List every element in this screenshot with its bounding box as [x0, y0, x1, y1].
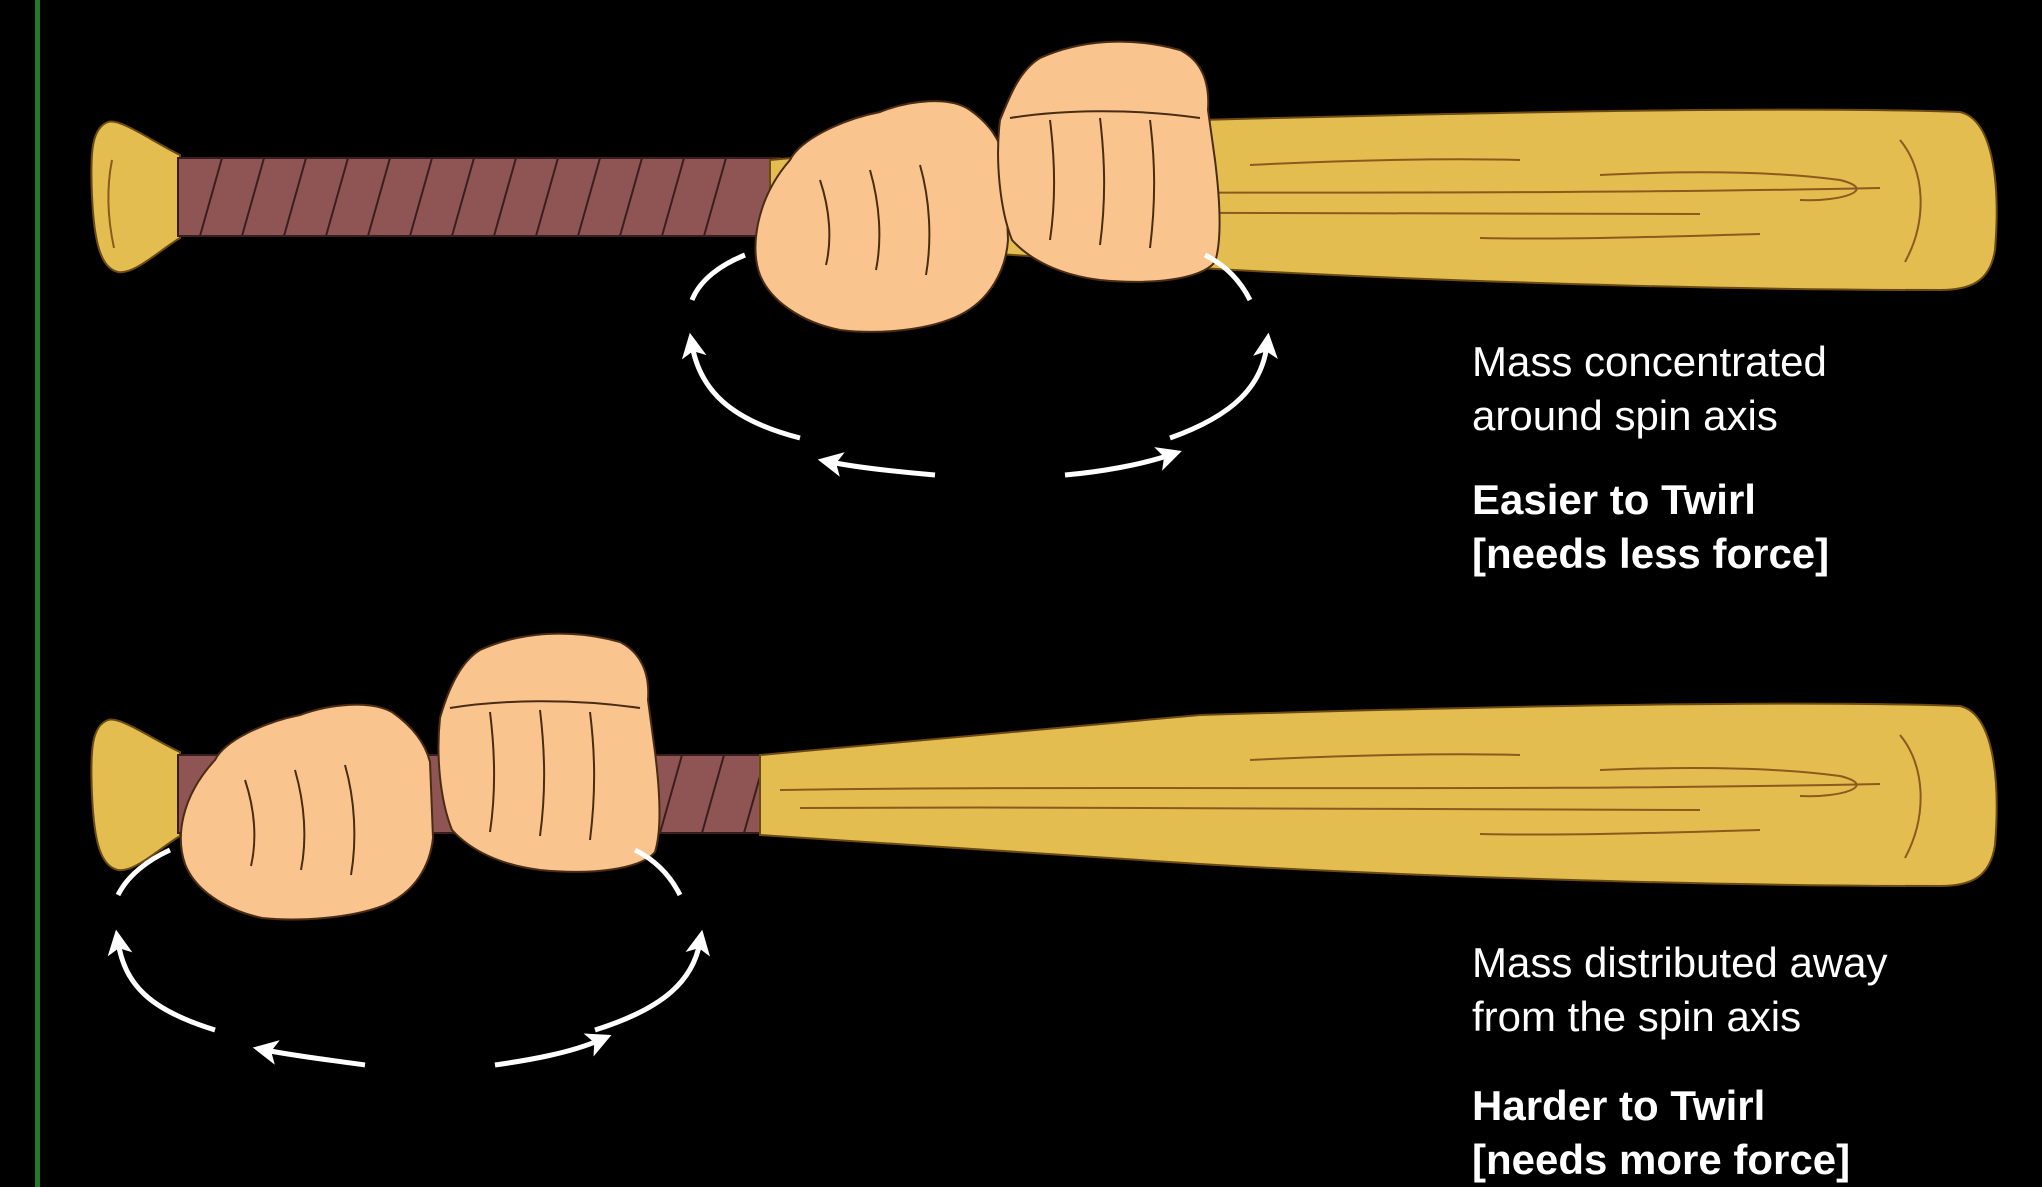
- bottom-description: Mass distributed away from the spin axis: [1472, 936, 1888, 1044]
- bottom-bat-hands: [181, 634, 660, 920]
- bottom-result-line-2: [needs more force]: [1472, 1133, 1850, 1187]
- top-bat-hands: [755, 42, 1219, 332]
- bottom-arrow-right-up: [595, 942, 700, 1030]
- top-description: Mass concentrated around spin axis: [1472, 335, 1827, 443]
- top-arrow-bottom-right: [1065, 455, 1170, 475]
- top-bat-grip-tape: [178, 158, 780, 236]
- bottom-result: Harder to Twirl [needs more force]: [1472, 1079, 1850, 1187]
- bottom-arrow-bottom-right: [495, 1040, 600, 1065]
- top-result-line-2: [needs less force]: [1472, 527, 1829, 581]
- top-description-line-1: Mass concentrated: [1472, 335, 1827, 389]
- bottom-description-line-1: Mass distributed away: [1472, 936, 1888, 990]
- bottom-bat-knob: [91, 720, 180, 871]
- bottom-arrow-left-up: [118, 942, 215, 1030]
- top-result: Easier to Twirl [needs less force]: [1472, 473, 1829, 581]
- bottom-arrow-bottom-left: [265, 1050, 365, 1065]
- top-description-line-2: around spin axis: [1472, 389, 1827, 443]
- top-arrow-bottom-left: [830, 462, 935, 475]
- top-bat-knob: [91, 122, 180, 273]
- bottom-description-line-2: from the spin axis: [1472, 990, 1888, 1044]
- bottom-result-line-1: Harder to Twirl: [1472, 1079, 1850, 1133]
- bottom-bat-barrel: [760, 704, 1997, 886]
- top-result-line-1: Easier to Twirl: [1472, 473, 1829, 527]
- top-arrow-right-up: [1170, 345, 1267, 438]
- top-arrow-left-up: [692, 345, 800, 438]
